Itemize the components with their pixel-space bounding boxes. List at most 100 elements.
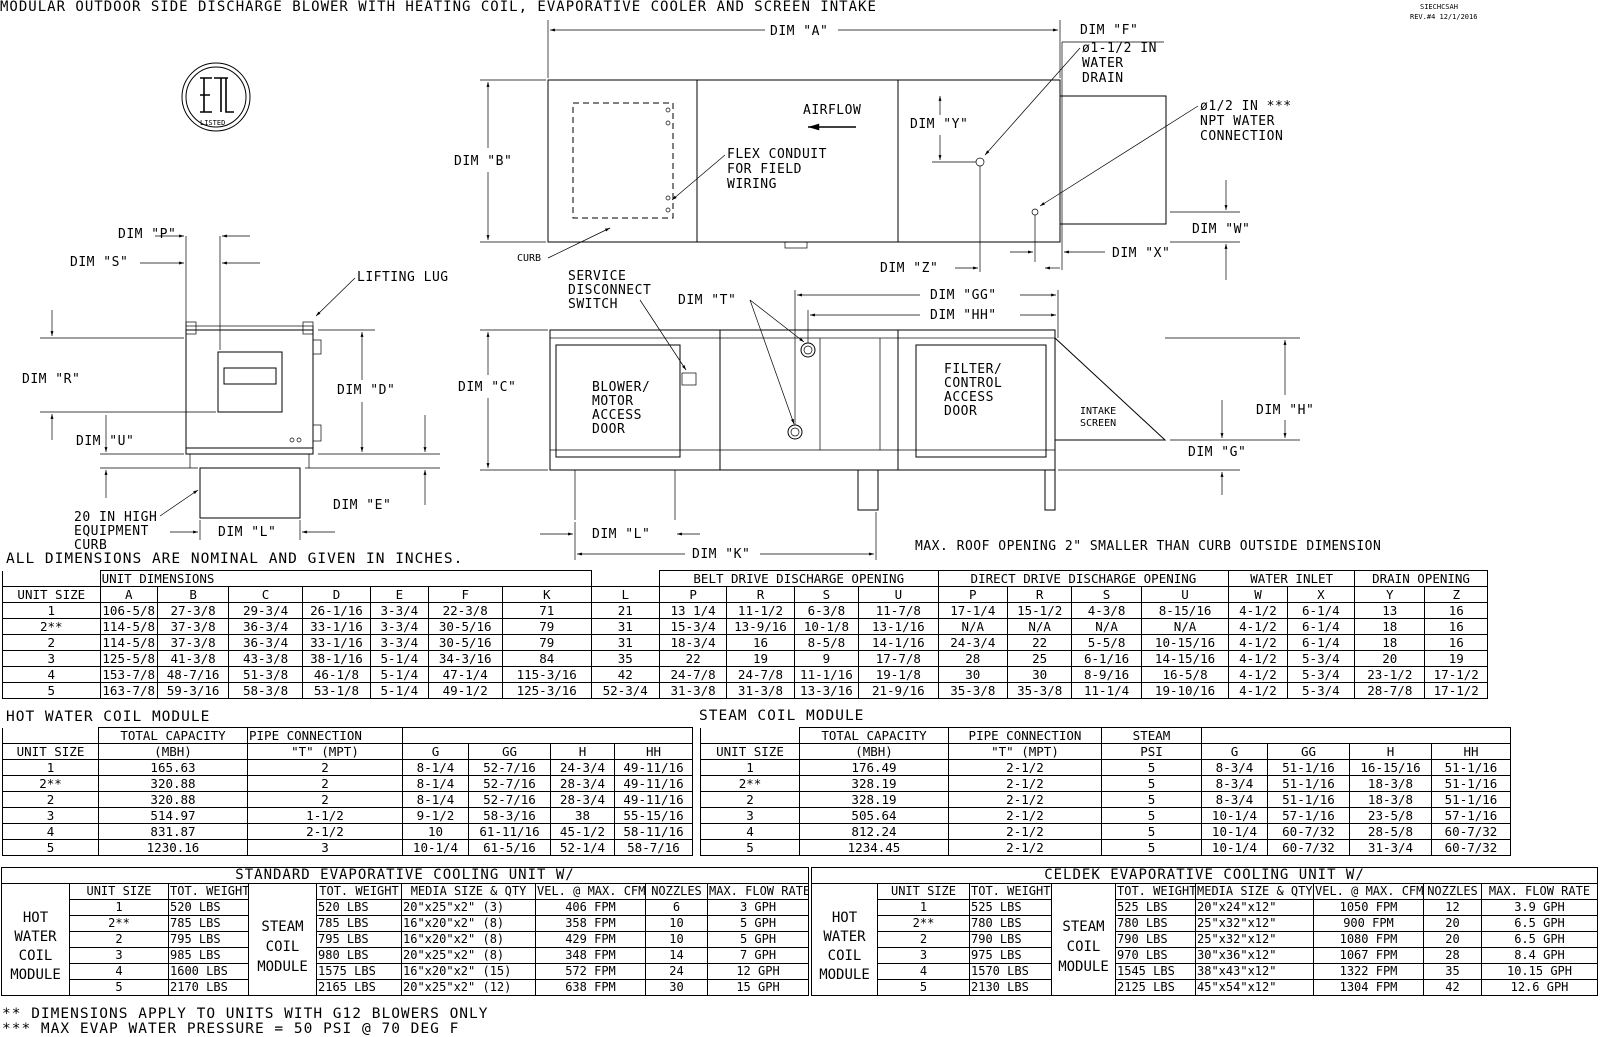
- std-cell: 406 FPM: [535, 899, 646, 916]
- dim-cell: 18: [1354, 618, 1426, 635]
- dim-cell: 14-1/16: [858, 634, 939, 651]
- st-cell: 812.24: [799, 823, 949, 840]
- dim-cell: 49-1/2: [427, 682, 503, 699]
- dim-cell: 53-1/8: [301, 682, 372, 699]
- group-water-inlet: WATER INLET: [1228, 570, 1356, 587]
- dim-cell: 36-3/4: [228, 618, 303, 635]
- cel-col-6: MAX. FLOW RATE: [1481, 883, 1598, 900]
- dim-c-label: DIM "C": [458, 380, 516, 395]
- dim-cell: 71: [501, 602, 592, 619]
- dim-cell: 5-1/4: [370, 666, 429, 683]
- dim-cell: 2: [2, 634, 101, 651]
- cel-blank: [811, 883, 878, 900]
- npt-water-label-2: NPT WATER: [1200, 114, 1275, 129]
- dim-d-label: DIM "D": [337, 383, 395, 398]
- dim-col-8: L: [590, 586, 660, 603]
- dim-cell: 17-1/2: [1424, 666, 1488, 683]
- dim-cell: 8-15/16: [1140, 602, 1230, 619]
- equip-curb-label-1: 20 IN HIGH: [74, 510, 157, 525]
- std-cell-unit: 2: [69, 931, 169, 948]
- dim-cell: 43-3/8: [228, 650, 303, 667]
- std-cell: 20"x25"x2" (12): [401, 979, 536, 996]
- std-cell: 6: [645, 899, 708, 916]
- hw-cell: 3: [2, 807, 99, 824]
- dim-cell: 5-5/8: [1071, 634, 1142, 651]
- st-cell: 18-3/8: [1349, 775, 1432, 792]
- std-cell: 5 GPH: [706, 931, 810, 948]
- cel-cell-weight2: 1545 LBS: [1115, 963, 1196, 980]
- dim-col-3: C: [228, 586, 303, 603]
- dim-cell: 15-3/4: [658, 618, 728, 635]
- st-steam: STEAM: [1101, 727, 1202, 744]
- std-cell: 358 FPM: [535, 915, 646, 932]
- flex-conduit-label-3: WIRING: [727, 177, 777, 192]
- dim-cell: 21-9/16: [858, 682, 939, 699]
- st-blank: [700, 727, 800, 744]
- dim-cell: 3-3/4: [370, 618, 429, 635]
- dim-cell: 48-7/16: [156, 666, 230, 683]
- dim-cell: 59-3/16: [156, 682, 230, 699]
- hw-cell: 8-1/4: [402, 759, 469, 776]
- std-cell: 20"x25"x2" (8): [401, 947, 536, 964]
- equip-curb-label-3: CURB: [74, 538, 107, 553]
- hw-cell: 24-3/4: [550, 759, 615, 776]
- dim-col-9: P: [658, 586, 728, 603]
- dim-y-label: DIM "Y": [910, 117, 968, 132]
- dim-cell: 51-3/8: [228, 666, 303, 683]
- std-st-label-line: COIL: [265, 939, 300, 956]
- dim-cell: 33-1/16: [301, 634, 372, 651]
- cel-cell: 1050 FPM: [1313, 899, 1424, 916]
- cel-hw-label-line: HOT: [831, 910, 858, 927]
- dim-col-2: B: [156, 586, 230, 603]
- hw-cell: 38: [550, 807, 615, 824]
- cel-blank2: [1051, 883, 1116, 900]
- std-col-unit-size: UNIT SIZE: [69, 883, 169, 900]
- hw-col-4: GG: [468, 743, 551, 760]
- cel-cell-weight: 790 LBS: [969, 931, 1052, 948]
- blank-header: [2, 570, 101, 587]
- dim-cell: 20: [1354, 650, 1426, 667]
- std-st-label-line: MODULE: [257, 959, 308, 976]
- st-cell: 60-7/32: [1431, 823, 1511, 840]
- dim-cell: N/A: [937, 618, 1008, 635]
- service-disconnect-label-2: DISCONNECT: [568, 283, 651, 298]
- dim-cell: 17-1/2: [1424, 682, 1488, 699]
- std-cell-weight: 985 LBS: [168, 947, 249, 964]
- dim-cell: 6-1/4: [1286, 602, 1356, 619]
- std-col-4: VEL. @ MAX. CFM: [535, 883, 646, 900]
- cel-col-weight-hw: TOT. WEIGHT: [969, 883, 1052, 900]
- st-cell: 8-3/4: [1201, 791, 1268, 808]
- st-cell: 2-1/2: [948, 775, 1102, 792]
- hw-cell: 8-1/4: [402, 791, 469, 808]
- dim-cell: 5-3/4: [1286, 650, 1356, 667]
- dim-cell: 31-3/8: [658, 682, 728, 699]
- dim-col-14: R: [1006, 586, 1073, 603]
- dim-cell: 5-1/4: [370, 650, 429, 667]
- st-cell: 8-3/4: [1201, 759, 1268, 776]
- dim-cell: 23-1/2: [1354, 666, 1426, 683]
- dim-cell: 125-3/16: [501, 682, 592, 699]
- dim-cell: 19: [1424, 650, 1488, 667]
- dim-cell: 37-3/8: [156, 618, 230, 635]
- dim-cell: 4-1/2: [1228, 650, 1288, 667]
- st-col-2: "T" (MPT): [948, 743, 1102, 760]
- dim-k-label: DIM "K": [692, 547, 750, 560]
- npt-water-label-1: ø1/2 IN ***: [1200, 99, 1292, 114]
- st-col-0: UNIT SIZE: [700, 743, 800, 760]
- cel-cell: 6.5 GPH: [1481, 915, 1598, 932]
- cel-cell: 20: [1423, 915, 1482, 932]
- hw-cell: 28-3/4: [550, 791, 615, 808]
- dim-cell: 13-3/16: [793, 682, 860, 699]
- dim-col-20: Z: [1424, 586, 1488, 603]
- footnote-1: ** DIMENSIONS APPLY TO UNITS WITH G12 BL…: [2, 1006, 489, 1022]
- st-cell: 2-1/2: [948, 839, 1102, 856]
- dim-cell: 4-1/2: [1228, 666, 1288, 683]
